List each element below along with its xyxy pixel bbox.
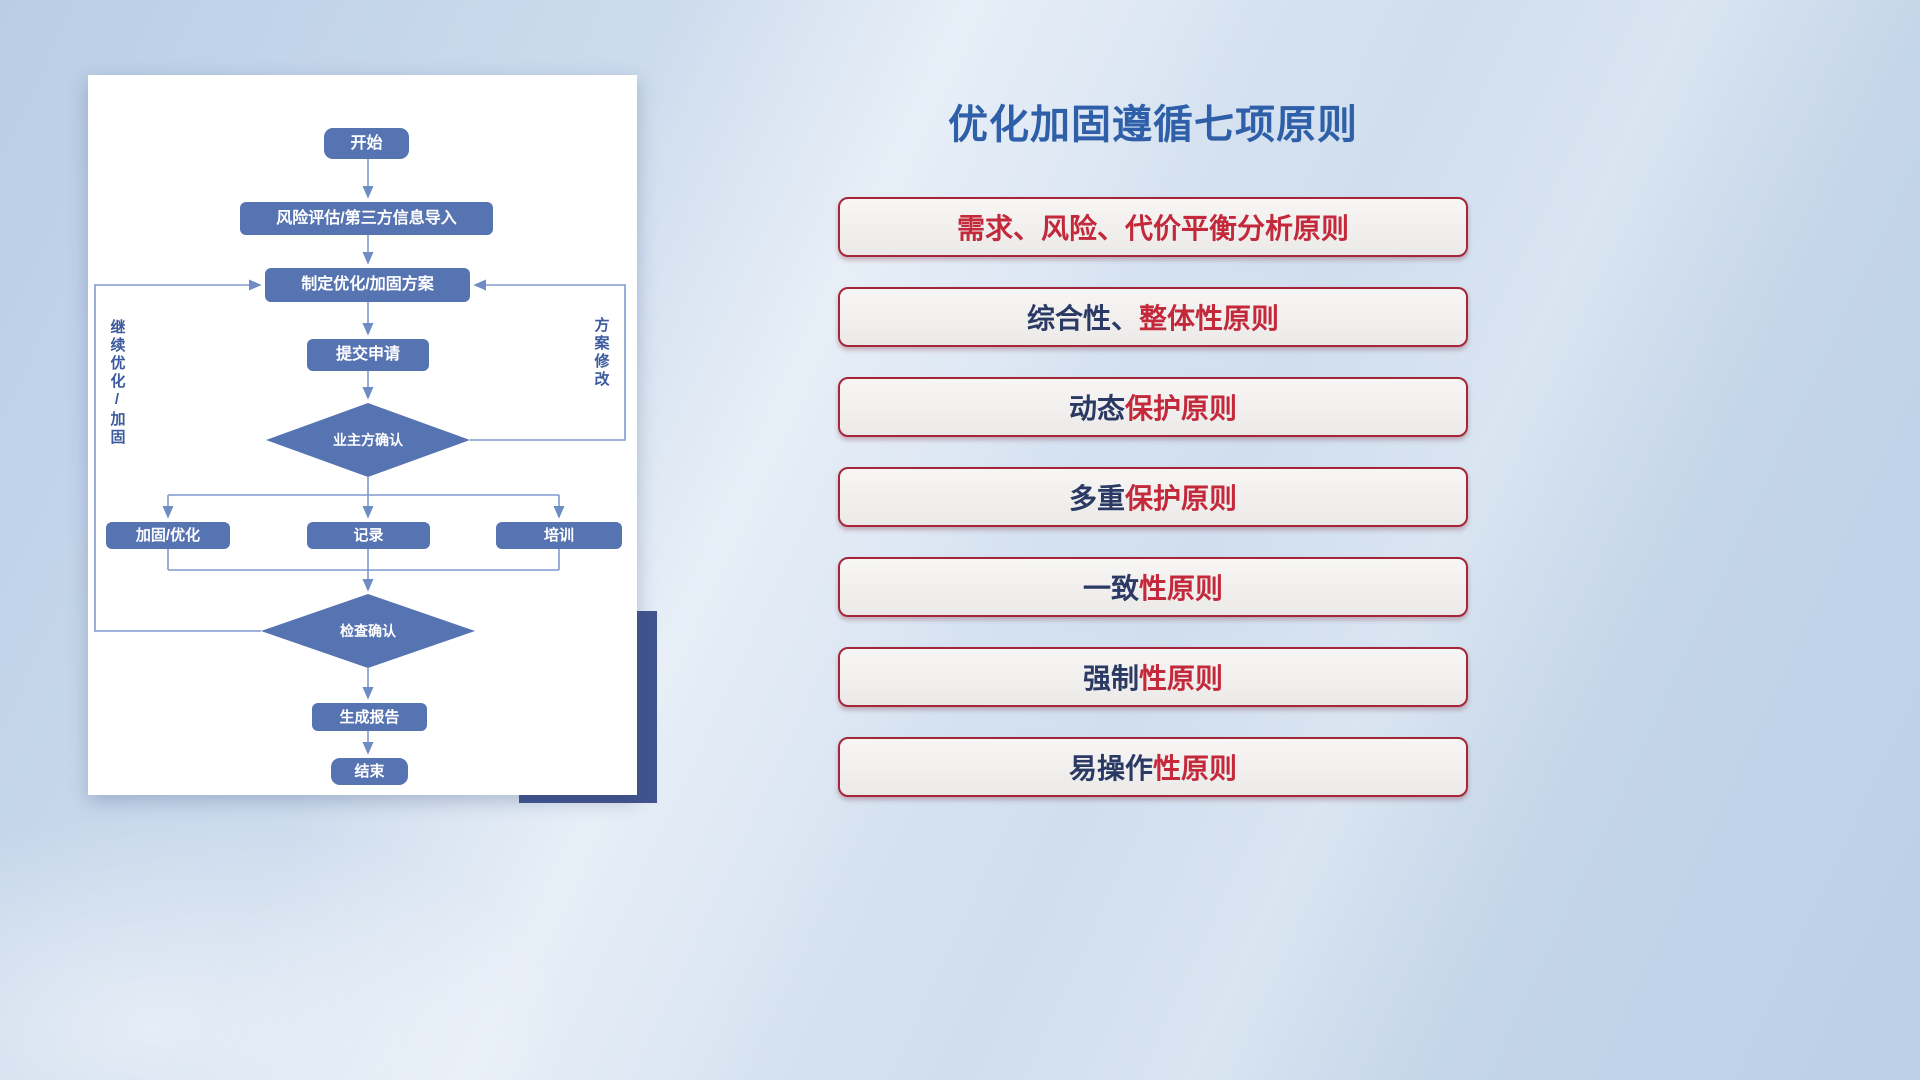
principle-text-segment: 综合性、: [1026, 303, 1139, 334]
principle-text-segment: 性原则: [1153, 753, 1238, 784]
principle-text-segment: 需求、风险、代价平衡分析原则: [956, 213, 1349, 244]
principle-text-segment: 保护原则: [1125, 393, 1238, 424]
page-title: 优化加固遵循七项原则: [948, 103, 1358, 147]
loop-label-continue-optimize: 继续优化/加固: [108, 319, 126, 447]
flow-node-risk-import: 风险评估/第三方信息导入: [240, 202, 493, 235]
flow-node-report: 生成报告: [312, 703, 427, 731]
principle-box-6: 强制性原则: [838, 647, 1468, 707]
flow-node-reinforce: 加固/优化: [106, 522, 230, 549]
principle-box-2: 综合性、整体性原则: [838, 287, 1468, 347]
principle-box-1: 需求、风险、代价平衡分析原则: [838, 197, 1468, 257]
principle-text-segment: 性原则: [1139, 663, 1224, 694]
principle-text-segment: 动态: [1068, 393, 1125, 424]
principles-list: 需求、风险、代价平衡分析原则综合性、整体性原则动态保护原则多重保护原则一致性原则…: [838, 197, 1468, 797]
principle-box-5: 一致性原则: [838, 557, 1468, 617]
flow-node-start: 开始: [324, 128, 409, 159]
principle-text-segment: 一致: [1082, 573, 1139, 604]
flow-node-submit: 提交申请: [307, 339, 429, 371]
principle-text-segment: 保护原则: [1125, 483, 1238, 514]
flow-node-record: 记录: [307, 522, 430, 549]
loop-label-plan-revise: 方案修改: [592, 317, 610, 389]
principle-text-segment: 多重: [1068, 483, 1125, 514]
principle-box-3: 动态保护原则: [838, 377, 1468, 437]
principle-box-4: 多重保护原则: [838, 467, 1468, 527]
flowchart-panel: 开始 风险评估/第三方信息导入 制定优化/加固方案 提交申请 业主方确认 加固/…: [88, 75, 637, 795]
flow-node-make-plan: 制定优化/加固方案: [265, 268, 470, 302]
flow-node-end: 结束: [331, 758, 408, 785]
flow-connectors: [94, 159, 626, 755]
principle-text-segment: 整体性原则: [1139, 303, 1280, 334]
flow-node-training: 培训: [496, 522, 622, 549]
principle-text-segment: 性原则: [1139, 573, 1224, 604]
principle-box-7: 易操作性原则: [838, 737, 1468, 797]
principle-text-segment: 易操作: [1068, 753, 1153, 784]
principle-text-segment: 强制: [1082, 663, 1139, 694]
